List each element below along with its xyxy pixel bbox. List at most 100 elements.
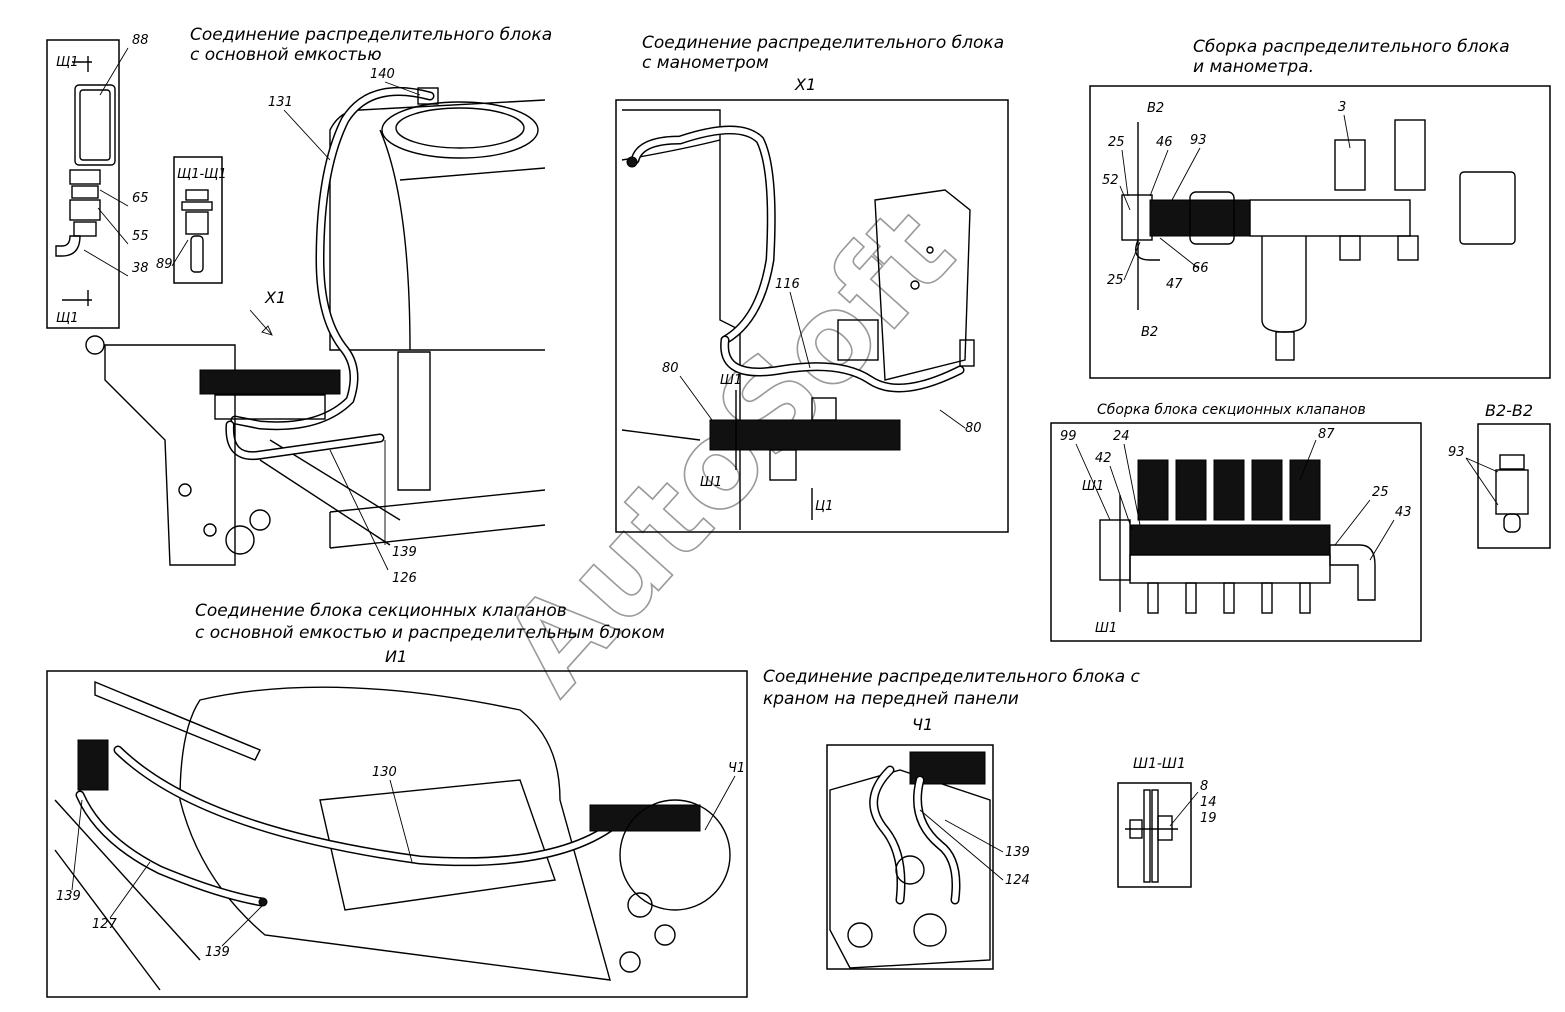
section-valve-block-i1 bbox=[77, 739, 109, 791]
section-assembly-gauge: Сборка распределительного блока и маноме… bbox=[1089, 37, 1551, 379]
title-assembly-line1: Сборка распределительного блока bbox=[1193, 37, 1510, 57]
section-sh1-sh1: Ш1-Ш1 8 14 19 bbox=[1117, 756, 1217, 888]
view-x1-tank: X1 bbox=[264, 288, 286, 307]
outlet-elbow-43 bbox=[1329, 544, 1376, 601]
callout-66: 66 bbox=[1192, 261, 1209, 276]
callout-43: 43 bbox=[1395, 505, 1412, 520]
callout-24: 24 bbox=[1113, 429, 1130, 444]
section-tank-connection: Соединение распределительного блока с ос… bbox=[46, 25, 552, 586]
view-shch1-top: Щ1 bbox=[56, 55, 79, 70]
callout-25-section: 25 bbox=[1372, 485, 1389, 500]
gauge-small bbox=[85, 335, 105, 355]
section-gauge-connection: Соединение распределительного блока с ма… bbox=[615, 33, 1009, 533]
gauge-assembly bbox=[1459, 171, 1516, 245]
callout-25-top: 25 bbox=[1108, 135, 1125, 150]
callout-80-right: 80 bbox=[965, 421, 982, 436]
callout-93: 93 bbox=[1190, 133, 1207, 148]
detail-frame-v2-v2 bbox=[1477, 423, 1551, 549]
callout-8: 8 bbox=[1200, 779, 1208, 794]
frame-beam bbox=[94, 680, 261, 761]
outlet-nozzles bbox=[1147, 582, 1311, 614]
callout-3: 3 bbox=[1338, 100, 1346, 115]
callout-19: 19 bbox=[1200, 811, 1217, 826]
callout-52: 52 bbox=[1102, 173, 1119, 188]
view-v2-top: В2 bbox=[1147, 101, 1164, 116]
callout-130: 130 bbox=[372, 765, 397, 780]
view-sh1-gauge-bottom: Ш1 bbox=[700, 475, 722, 490]
view-i1: И1 bbox=[385, 647, 407, 666]
view-ch1: Ч1 bbox=[912, 715, 933, 734]
detail-frame-sh1-sh1 bbox=[1117, 782, 1192, 888]
callout-89: 89 bbox=[156, 257, 173, 272]
front-panel bbox=[104, 344, 236, 566]
callout-55: 55 bbox=[132, 229, 149, 244]
gauge-hose bbox=[630, 125, 776, 345]
title-gauge-line2: с манометром bbox=[642, 53, 769, 73]
gauge-body bbox=[74, 84, 116, 166]
gauge-bracket bbox=[874, 189, 971, 381]
callout-99: 99 bbox=[1060, 429, 1077, 444]
callout-42: 42 bbox=[1095, 451, 1112, 466]
gauge-x1 bbox=[959, 339, 975, 367]
view-ch1-i1: Ч1 bbox=[728, 761, 745, 776]
tank-underside bbox=[179, 686, 611, 981]
title-gauge-line1: Соединение распределительного блока bbox=[642, 33, 1004, 53]
callout-140: 140 bbox=[370, 67, 395, 82]
title-tank-line2: с основной емкостью bbox=[190, 45, 382, 65]
detail-frame-section-valves bbox=[1050, 422, 1422, 642]
detail-frame-x1 bbox=[615, 99, 1009, 533]
title-valves-conn-line2: с основной емкостью и распределительным … bbox=[195, 623, 665, 643]
callout-88: 88 bbox=[132, 33, 149, 48]
callout-93-v2: 93 bbox=[1448, 445, 1465, 460]
callout-65: 65 bbox=[132, 191, 149, 206]
title-assembly-line2: и манометра. bbox=[1193, 57, 1314, 77]
section-valves-assembly: Сборка блока секционных клапанов 99 24 4… bbox=[1050, 402, 1422, 642]
title-section-valves: Сборка блока секционных клапанов bbox=[1097, 402, 1366, 418]
view-v2-bottom: В2 bbox=[1141, 325, 1158, 340]
section-v2-v2: В2-В2 93 bbox=[1448, 401, 1551, 549]
pressure-regulator bbox=[1334, 139, 1366, 191]
callout-14: 14 bbox=[1200, 795, 1217, 810]
callout-124: 124 bbox=[1005, 873, 1030, 888]
section-front-panel-connection: Соединение распределительного блока с кр… bbox=[763, 667, 1141, 970]
hose-fitting bbox=[55, 235, 81, 257]
valve-manifold bbox=[1129, 524, 1331, 556]
detail-frame-shch1 bbox=[46, 39, 120, 329]
view-c1: Ц1 bbox=[815, 499, 833, 514]
detail-frame-assembly bbox=[1089, 85, 1551, 379]
manifold-block bbox=[1149, 199, 1251, 237]
callout-25-bottom: 25 bbox=[1107, 273, 1124, 288]
filter-bowl bbox=[1261, 236, 1307, 333]
callout-46: 46 bbox=[1156, 135, 1173, 150]
front-panel-ch1 bbox=[829, 769, 991, 969]
hose-130 bbox=[113, 745, 625, 867]
view-sh1-section-bottom: Ш1 bbox=[1095, 621, 1117, 636]
callout-127: 127 bbox=[92, 917, 118, 932]
ch1-detail-circle bbox=[619, 799, 731, 911]
view-shch1-bottom: Щ1 bbox=[56, 311, 79, 326]
callout-126: 126 bbox=[392, 571, 417, 586]
callout-139-i1-right: 139 bbox=[205, 945, 230, 960]
callout-38: 38 bbox=[132, 261, 149, 276]
distribution-block bbox=[709, 419, 901, 451]
detail-frame-i1 bbox=[46, 670, 748, 998]
callout-47: 47 bbox=[1166, 277, 1183, 292]
callout-139: 139 bbox=[392, 545, 417, 560]
view-x1-gauge: X1 bbox=[794, 75, 816, 94]
callout-139-ch1: 139 bbox=[1005, 845, 1030, 860]
callout-87: 87 bbox=[1318, 427, 1335, 442]
callout-131: 131 bbox=[268, 95, 293, 110]
detail-frame-shch1-shch1 bbox=[173, 156, 223, 284]
control-valve bbox=[1394, 119, 1426, 191]
detail-frame-ch1 bbox=[826, 744, 994, 970]
title-front-panel-line2: краном на передней панели bbox=[763, 689, 1019, 709]
view-v2-v2: В2-В2 bbox=[1485, 401, 1533, 420]
callout-116: 116 bbox=[775, 277, 800, 292]
section-valves-connection: Соединение блока секционных клапанов с о… bbox=[46, 601, 748, 998]
view-sh1-sh1: Ш1-Ш1 bbox=[1133, 756, 1186, 772]
title-front-panel-line1: Соединение распределительного блока с bbox=[763, 667, 1141, 687]
tank-filler-neck bbox=[381, 101, 539, 159]
view-sh1-section-top: Ш1 bbox=[1082, 479, 1104, 494]
callout-80-left: 80 bbox=[662, 361, 679, 376]
